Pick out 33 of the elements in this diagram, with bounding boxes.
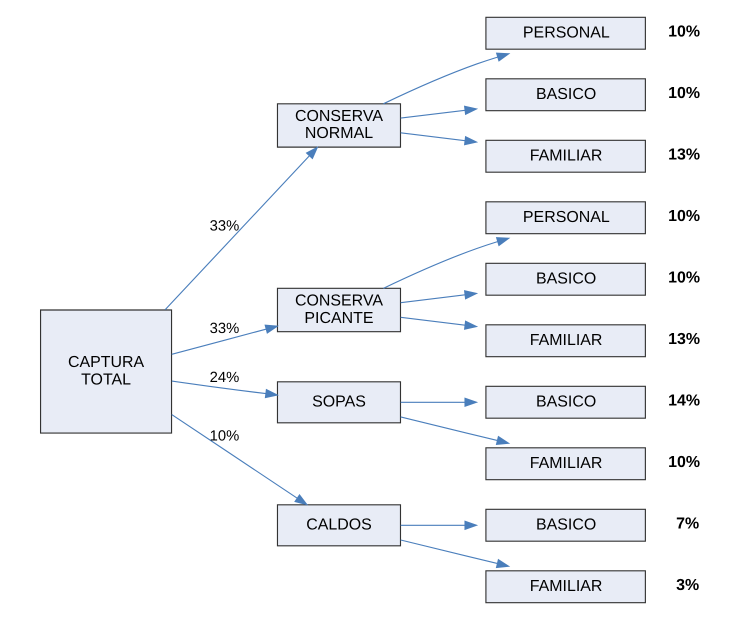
arrow xyxy=(400,106,478,119)
arrow xyxy=(164,146,318,310)
node-label: 10% xyxy=(668,454,700,471)
node-box: CAPTURA TOTAL xyxy=(39,309,172,434)
arrow xyxy=(400,539,510,568)
arrow xyxy=(400,316,478,330)
arrow xyxy=(171,324,278,355)
node-label: 10% xyxy=(668,23,700,40)
edge-label: 10% xyxy=(209,428,239,444)
arrow xyxy=(400,397,478,408)
node-label: 10% xyxy=(668,84,700,102)
arrow xyxy=(382,52,510,104)
arrow xyxy=(400,290,478,304)
node-label: 3% xyxy=(676,576,699,594)
node-box: CONSERVA NORMAL xyxy=(276,103,401,148)
arrow xyxy=(400,520,478,530)
node-label: 10% xyxy=(668,269,700,286)
arrow xyxy=(400,416,510,446)
node-box: CONSERVA PICANTE xyxy=(276,288,401,332)
node-label: 13% xyxy=(668,146,700,164)
edge-label: 33% xyxy=(209,218,239,235)
node-label: 14% xyxy=(668,392,700,410)
node-label: 10% xyxy=(668,208,700,225)
arrow xyxy=(171,380,278,398)
node-label: 7% xyxy=(676,515,699,532)
edge-label: 24% xyxy=(209,370,239,386)
node-label: 13% xyxy=(668,330,700,348)
node-box: CALDOS xyxy=(276,504,401,546)
arrow xyxy=(382,237,510,289)
node-box: SOPAS xyxy=(276,381,401,424)
arrow xyxy=(400,132,478,146)
arrow xyxy=(170,414,308,506)
edge-label: 33% xyxy=(209,321,239,338)
